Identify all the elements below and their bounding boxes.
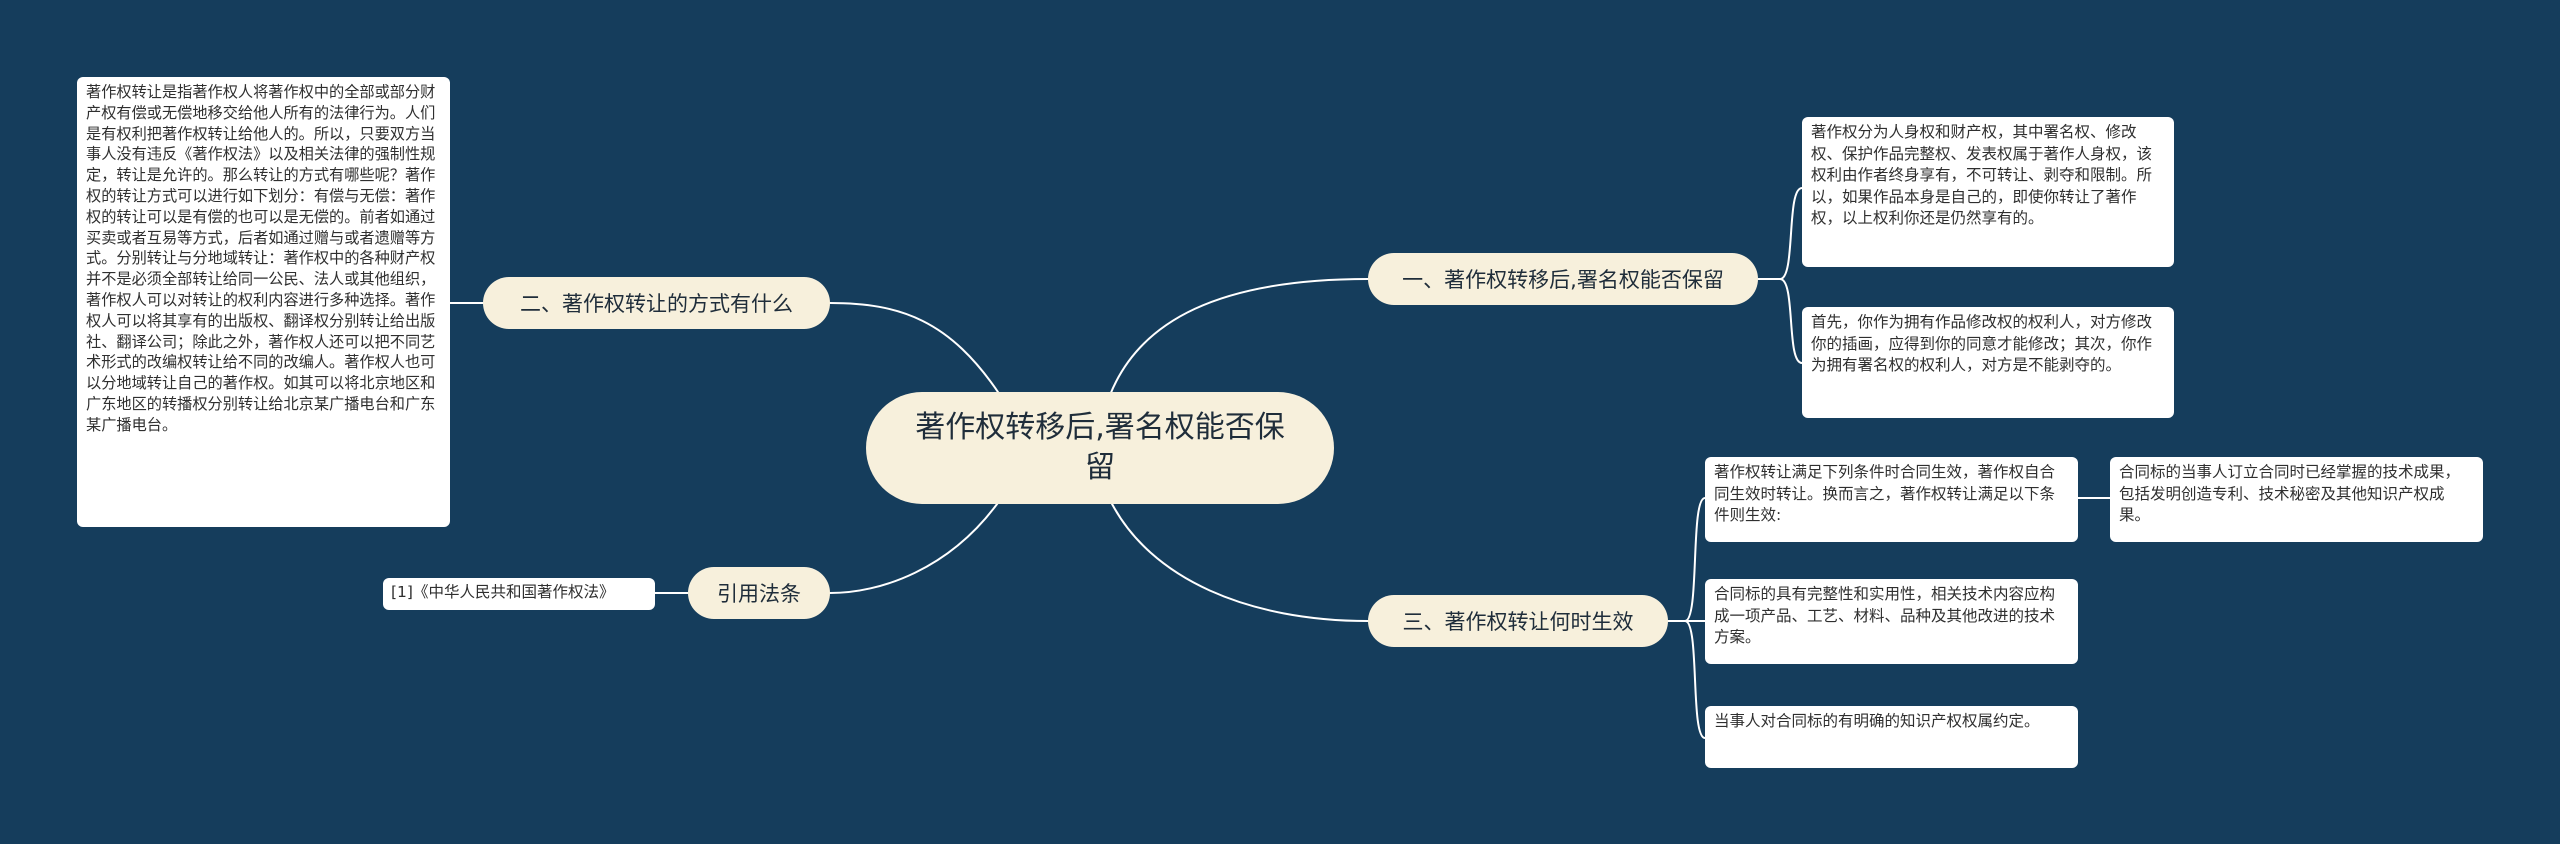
branch-2-note-1: 著作权转让是指著作权人将著作权中的全部或部分财产权有偿或无偿地移交给他人所有的法… [77, 77, 450, 527]
branch-4-note-1-text: [1]《中华人民共和国著作权法》 [391, 583, 615, 601]
branch-1-note-1: 著作权分为人身权和财产权，其中署名权、修改权、保护作品完整权、发表权属于著作人身… [1802, 117, 2174, 267]
branch-4-topic[interactable]: 引用法条 [688, 567, 830, 619]
link-central-b1 [1109, 278, 1369, 396]
link-central-b3 [1109, 499, 1369, 622]
branch-2-note-1-text: 著作权转让是指著作权人将著作权中的全部或部分财产权有偿或无偿地移交给他人所有的法… [86, 83, 436, 434]
branch-1-note-1-text: 著作权分为人身权和财产权，其中署名权、修改权、保护作品完整权、发表权属于著作人身… [1811, 123, 2153, 227]
link-b3-note3 [1684, 620, 1706, 739]
branch-3-note-3-text: 当事人对合同标的有明确的知识产权权属约定。 [1714, 712, 2040, 730]
link-b3-note1 [1684, 497, 1706, 622]
branch-3-label: 三、著作权转让何时生效 [1402, 610, 1634, 634]
branch-3-topic[interactable]: 三、著作权转让何时生效 [1368, 595, 1668, 647]
branch-3-note-1-text: 著作权转让满足下列条件时合同生效，著作权自合同生效时转让。换而言之，著作权转让满… [1714, 463, 2056, 524]
link-b1-note2 [1779, 278, 1803, 364]
branch-3-note-1-sub: 合同标的当事人订立合同时已经掌握的技术成果，包括发明创造专利、技术秘密及其他知识… [2110, 457, 2483, 542]
branch-3-note-3: 当事人对合同标的有明确的知识产权权属约定。 [1705, 706, 2078, 768]
branch-2-topic[interactable]: 二、著作权转让的方式有什么 [483, 277, 830, 329]
link-central-b2 [829, 302, 1001, 396]
central-topic[interactable]: 著作权转移后,署名权能否保留 [866, 392, 1334, 504]
link-b1-note1 [1779, 187, 1803, 280]
branch-1-label: 一、著作权转移后,署名权能否保留 [1402, 268, 1724, 292]
branch-4-note-1: [1]《中华人民共和国著作权法》 [383, 578, 655, 610]
branch-1-note-2: 首先，你作为拥有作品修改权的权利人，对方修改你的插画，应得到你的同意才能修改；其… [1802, 307, 2174, 418]
branch-1-note-2-text: 首先，你作为拥有作品修改权的权利人，对方修改你的插画，应得到你的同意才能修改；其… [1811, 313, 2153, 374]
branch-3-note-1: 著作权转让满足下列条件时合同生效，著作权自合同生效时转让。换而言之，著作权转让满… [1705, 457, 2078, 542]
branch-3-note-2-text: 合同标的具有完整性和实用性，相关技术内容应构成一项产品、工艺、材料、品种及其他改… [1714, 585, 2056, 646]
branch-4-label: 引用法条 [717, 582, 801, 606]
branch-1-topic[interactable]: 一、著作权转移后,署名权能否保留 [1368, 253, 1758, 305]
central-topic-title: 著作权转移后,署名权能否保留 [915, 410, 1285, 485]
branch-3-note-1-sub-text: 合同标的当事人订立合同时已经掌握的技术成果，包括发明创造专利、技术秘密及其他知识… [2119, 463, 2461, 524]
branch-3-note-2: 合同标的具有完整性和实用性，相关技术内容应构成一项产品、工艺、材料、品种及其他改… [1705, 579, 2078, 664]
branch-2-label: 二、著作权转让的方式有什么 [520, 292, 793, 316]
link-central-b4 [829, 499, 1001, 594]
